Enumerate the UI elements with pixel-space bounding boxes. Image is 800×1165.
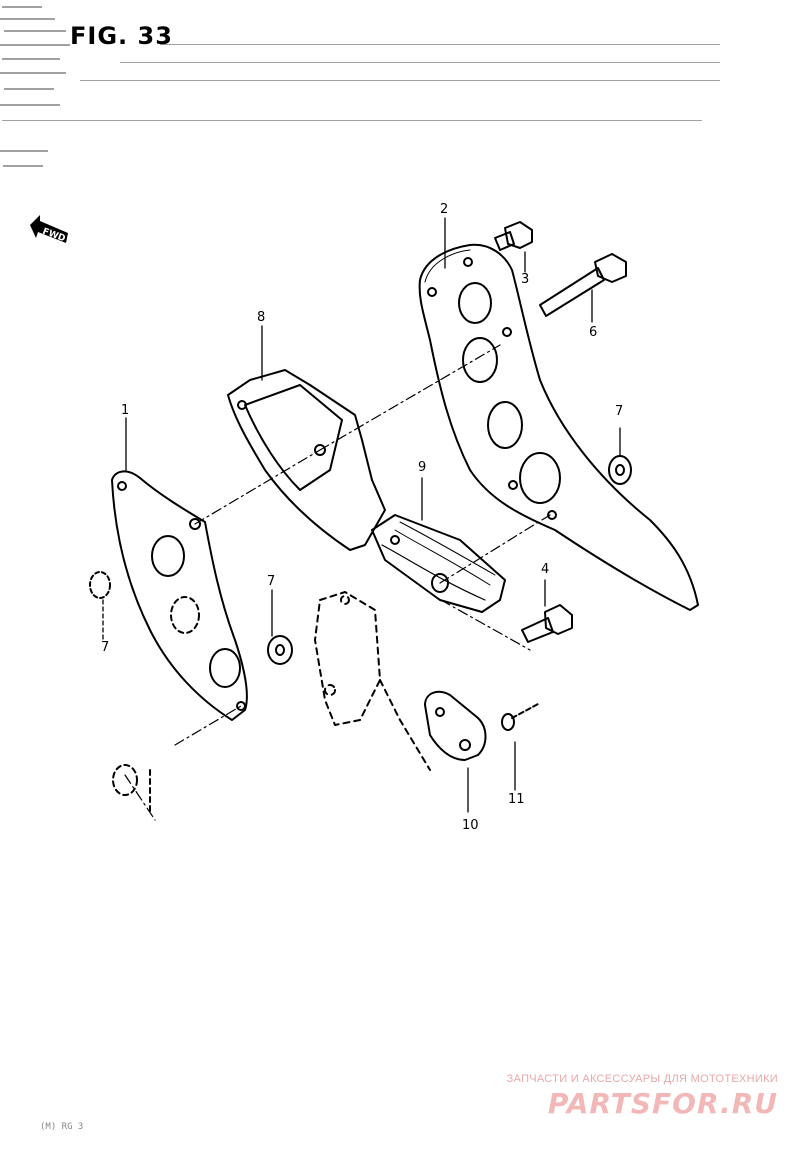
part-3-bolt: [494, 221, 533, 251]
assembly-axes: [124, 344, 551, 821]
hidden-fastener: [112, 764, 151, 816]
callout-11: 11: [508, 792, 525, 807]
part-7-nut: [608, 455, 632, 485]
leader-lines: [102, 217, 621, 813]
fwd-arrow-icon: FWD: [30, 215, 68, 244]
callout-2: 2: [440, 202, 449, 217]
part-10-plate: [424, 690, 487, 761]
part-1-plate: [111, 470, 248, 721]
footer-code: (M) RG 3: [40, 1122, 84, 1132]
watermark-tagline: ЗАПЧАСТИ И АКСЕССУАРЫ ДЛЯ МОТОТЕХНИКИ: [506, 1073, 778, 1085]
part-7-nut: [267, 635, 293, 665]
callout-6: 6: [589, 325, 598, 340]
part-6-long-bolt: [539, 253, 627, 317]
part-11-pin: [501, 702, 541, 731]
callout-9: 9: [418, 460, 427, 475]
part-7-nut: [89, 571, 111, 599]
callout-10: 10: [462, 818, 479, 833]
part-8-spacer-block: [227, 369, 386, 551]
callout-8: 8: [257, 310, 266, 325]
callout-1: 1: [121, 403, 130, 418]
callout-7: 7: [267, 574, 276, 589]
figure-title: FIG. 33: [70, 22, 173, 50]
fwd-badge-text: FWD: [41, 227, 67, 244]
scan-noise: [0, 6, 720, 167]
part-9-footrest-rubber: [371, 514, 506, 613]
callout-7: 7: [615, 404, 624, 419]
callout-4: 4: [541, 562, 550, 577]
part-2-bracket: [418, 243, 699, 611]
watermark-logo: PARTSFOR.RU: [547, 1087, 778, 1120]
watermark: ЗАПЧАСТИ И АКСЕССУАРЫ ДЛЯ МОТОТЕХНИКИ PA…: [478, 1073, 778, 1120]
part-4-bolt: [521, 604, 573, 643]
part-hidden-bracket: [314, 591, 431, 771]
callout-3: 3: [521, 272, 530, 287]
callout-7: 7: [101, 640, 110, 655]
